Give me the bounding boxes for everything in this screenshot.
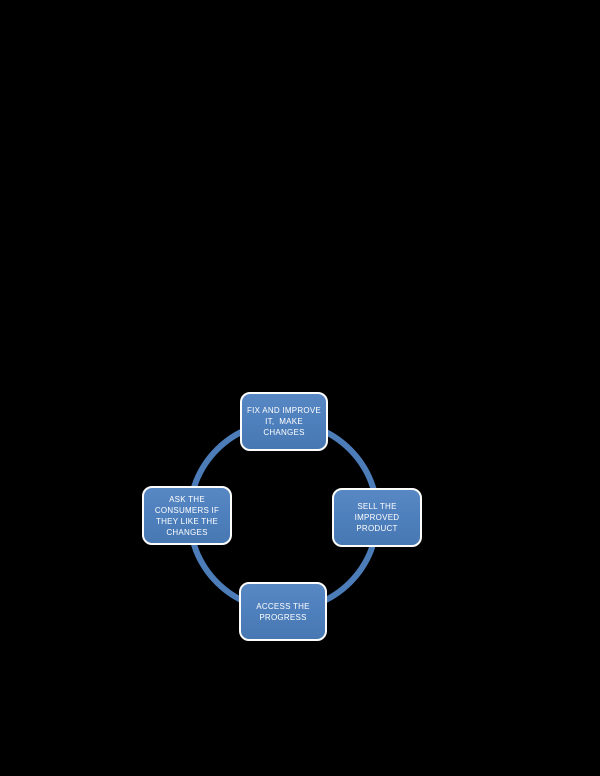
node-text-line: CONSUMERS IF [154, 505, 220, 515]
cycle-node-sell-improved-product: SELL THE IMPROVED PRODUCT [332, 488, 422, 547]
node-text-line: THEY LIKE THE [155, 516, 219, 526]
node-text-line: PRODUCT [356, 524, 398, 533]
node-text-line: CHANGES [166, 527, 208, 537]
cycle-node-access-progress: ACCESS THE PROGRESS [239, 582, 327, 641]
node-text-line: ASK THE [169, 494, 205, 504]
node-text-line: CHANGES [263, 428, 305, 437]
cycle-node-ask-consumers: ASK THE CONSUMERS IF THEY LIKE THE CHANG… [142, 486, 232, 545]
node-text-line: SELL THE [357, 502, 397, 511]
node-text-line: FIX AND IMPROVE [247, 406, 321, 415]
node-text-line: PROGRESS [259, 612, 307, 622]
node-text-line: ACCESS THE [256, 601, 310, 611]
node-text-line: IT, MAKE [265, 417, 303, 426]
cycle-node-fix-and-improve: FIX AND IMPROVE IT, MAKE CHANGES [240, 392, 328, 451]
node-text-line: IMPROVED [354, 513, 400, 522]
